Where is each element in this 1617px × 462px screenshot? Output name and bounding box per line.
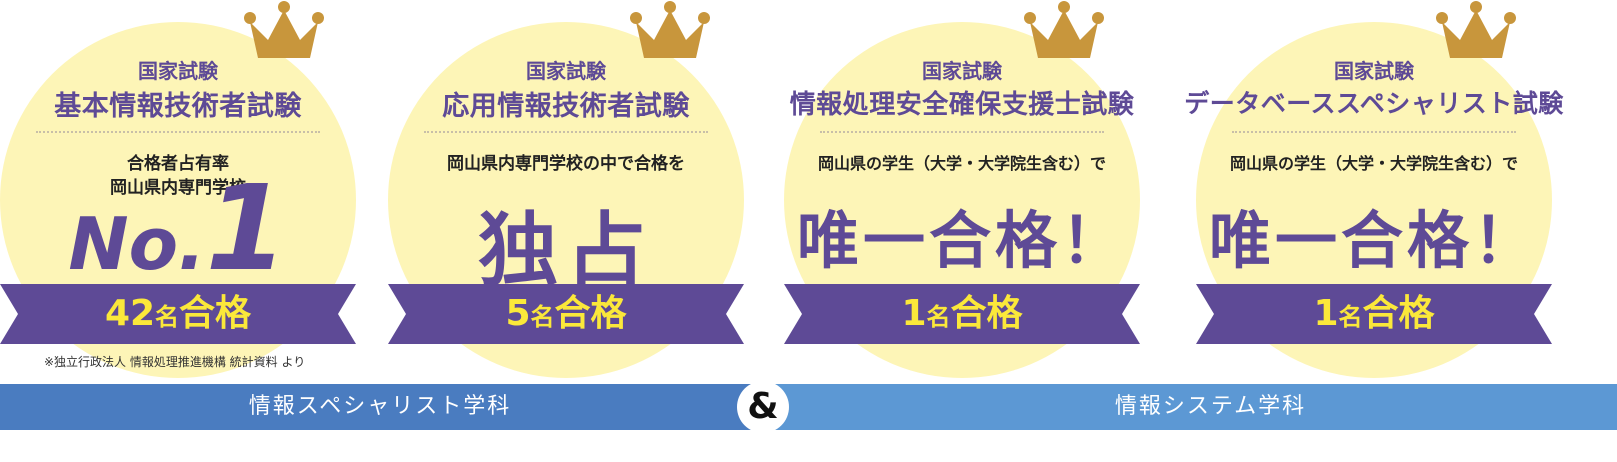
crown-icon bbox=[1024, 1, 1104, 58]
exam-title: データベーススペシャリスト試験 bbox=[1184, 89, 1564, 118]
result-count: 1 bbox=[901, 293, 927, 334]
exam-card-db: 国家試験 データベーススペシャリスト試験 岡山県の学生（大学・大学院生含む）で … bbox=[1174, 0, 1574, 380]
result-count: 1 bbox=[1313, 293, 1339, 334]
result-label: 合格 bbox=[554, 293, 627, 334]
department-bar-system: 情報システム学科 bbox=[764, 384, 1617, 430]
desc-line-1: 岡山県の学生（大学・大学院生含む）で bbox=[1229, 154, 1518, 173]
result-count: 5 bbox=[505, 293, 531, 334]
result-unit: 名 bbox=[155, 303, 180, 331]
exam-card-sc: 国家試験 情報処理安全確保支援士試験 岡山県の学生（大学・大学院生含む）で 唯一… bbox=[762, 0, 1162, 380]
exam-kind: 国家試験 bbox=[1334, 59, 1414, 83]
result-text: 1名合格 bbox=[1174, 284, 1574, 344]
result-ribbon bbox=[0, 284, 378, 344]
crown-icon bbox=[244, 1, 324, 58]
headline: 独占 bbox=[478, 204, 654, 297]
result-count: 42 bbox=[104, 293, 156, 334]
result-text: 1名合格 bbox=[762, 284, 1162, 344]
desc-line-1: 岡山県内専門学校の中で合格を bbox=[447, 154, 685, 174]
result-ribbon bbox=[1174, 284, 1574, 344]
rank-label: No. bbox=[68, 202, 206, 286]
exam-kind: 国家試験 bbox=[138, 59, 218, 83]
exam-description: 岡山県内専門学校の中で合格を bbox=[366, 152, 766, 176]
headline: 唯一合格！ bbox=[1208, 204, 1539, 277]
result-ribbon bbox=[366, 284, 766, 344]
result-ribbon bbox=[762, 284, 1162, 344]
result-text: 5名合格 bbox=[366, 284, 766, 344]
result-unit: 名 bbox=[1338, 303, 1363, 331]
exam-title: 基本情報技術者試験 bbox=[54, 91, 302, 122]
divider bbox=[1232, 131, 1516, 133]
result-label: 合格 bbox=[179, 293, 252, 334]
rank-number: 1 bbox=[205, 159, 288, 297]
result-text: 42名合格 bbox=[0, 284, 378, 344]
desc-line-2: 岡山県内専門学校 bbox=[110, 178, 246, 198]
crown-icon bbox=[1436, 1, 1516, 58]
result-label: 合格 bbox=[950, 293, 1023, 334]
headline: 唯一合格！ bbox=[796, 204, 1127, 277]
exam-description: 岡山県の学生（大学・大学院生含む）で bbox=[762, 152, 1162, 176]
rank-headline: No.1 bbox=[0, 169, 378, 287]
result-label: 合格 bbox=[1362, 293, 1435, 334]
exam-kind: 国家試験 bbox=[526, 59, 606, 83]
crown-icon bbox=[630, 1, 710, 58]
exam-title: 応用情報技術者試験 bbox=[442, 91, 690, 122]
department-bar-specialist: 情報スペシャリスト学科 bbox=[0, 384, 760, 430]
ampersand-badge: & bbox=[737, 381, 789, 433]
desc-line-1: 岡山県の学生（大学・大学院生含む）で bbox=[817, 154, 1106, 173]
result-unit: 名 bbox=[926, 303, 951, 331]
divider bbox=[36, 131, 320, 133]
desc-line-1: 合格者占有率 bbox=[127, 154, 229, 174]
exam-kind: 国家試験 bbox=[922, 59, 1002, 83]
divider bbox=[820, 131, 1104, 133]
exam-card-fe: 国家試験 基本情報技術者試験 合格者占有率 岡山県内専門学校 No.1 42名合… bbox=[0, 0, 378, 380]
exam-card-ap: 国家試験 応用情報技術者試験 岡山県内専門学校の中で合格を 独占 5名合格 bbox=[366, 0, 766, 380]
exam-title: 情報処理安全確保支援士試験 bbox=[789, 90, 1135, 120]
divider bbox=[424, 131, 708, 133]
exam-description: 合格者占有率 岡山県内専門学校 bbox=[0, 152, 378, 200]
result-unit: 名 bbox=[530, 303, 555, 331]
source-note: ※独立行政法人 情報処理推進機構 統計資料 より bbox=[44, 355, 306, 369]
exam-description: 岡山県の学生（大学・大学院生含む）で bbox=[1174, 152, 1574, 176]
